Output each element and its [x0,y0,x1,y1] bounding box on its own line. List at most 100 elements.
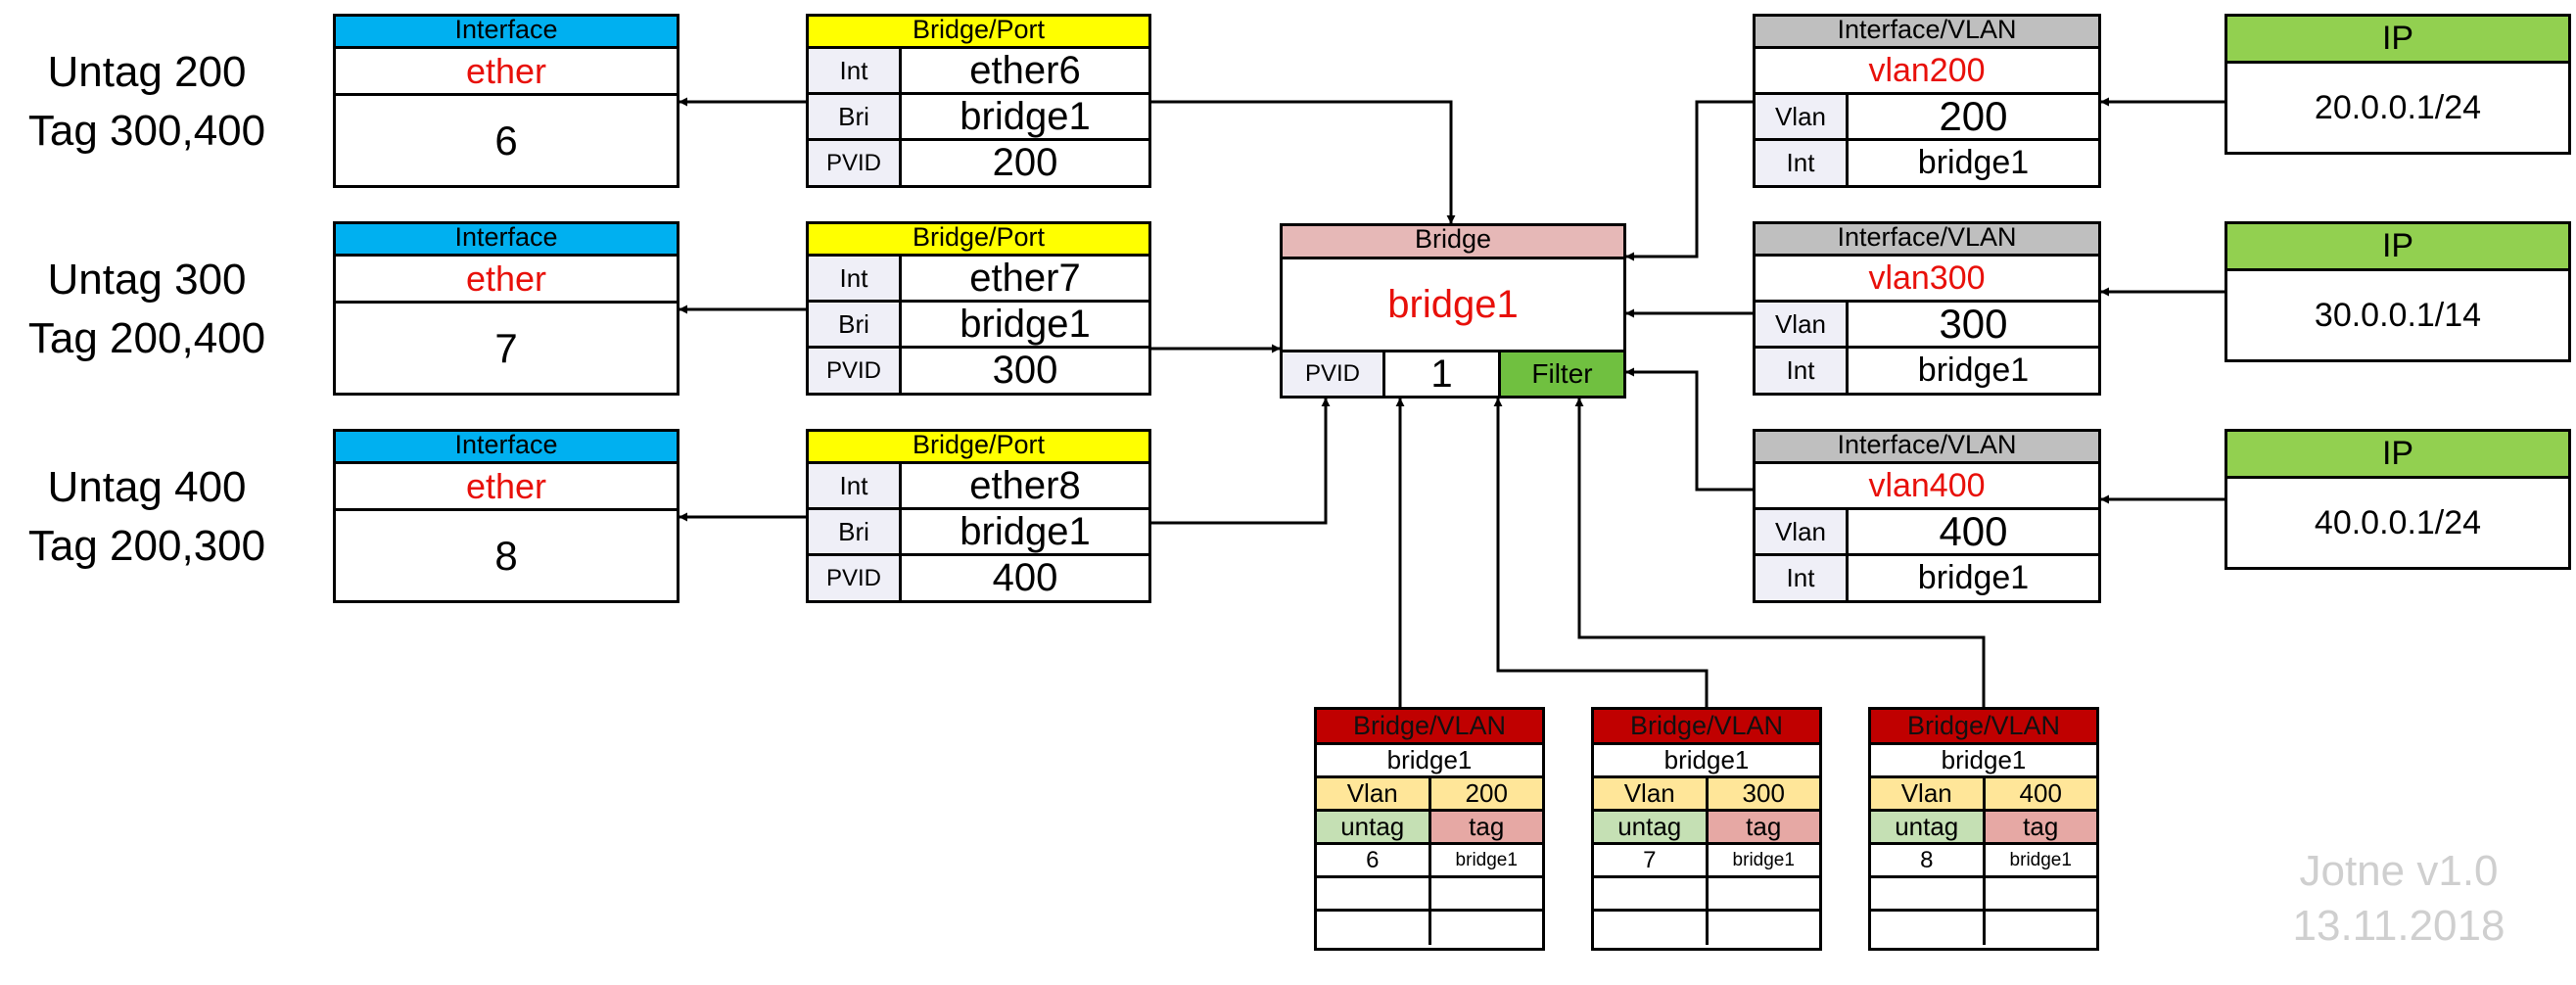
ip-address: 40.0.0.1/24 [2314,503,2482,541]
arrow-vlan400-to-bridge [1625,367,1753,492]
port-bridge: bridge1 [960,302,1091,346]
interface-name: ether [336,464,677,511]
bridge-filter: Filter [1501,352,1623,396]
empty-cell [1705,878,1820,909]
bridge-box: Bridge bridge1 PVID 1 Filter [1280,223,1626,399]
int-label: Int [809,464,902,507]
vlan-label: Vlan [1756,303,1849,346]
ip-box: IP 30.0.0.1/14 [2225,221,2571,362]
empty-cell [1871,878,1983,909]
bridge-vlan-bridge: bridge1 [1386,745,1473,774]
bridge-name: bridge1 [1283,259,1623,352]
arrow-vlan200-to-bridge [1625,100,1753,261]
watermark: Jotne v1.0 13.11.2018 [2252,844,2546,954]
vlan-interface-name: vlan400 [1756,464,2098,510]
untag-member: 8 [1920,846,1934,873]
untag-label: untag [1871,812,1983,842]
pvid-label: PVID [809,556,902,600]
bridge-vlan-header: Bridge/VLAN [1594,710,1819,745]
tag-label: tag [1705,812,1819,842]
interface-number: 8 [494,532,518,579]
ip-header: IP [2227,224,2568,271]
int-label: Int [1756,349,1849,393]
bridge-vlan-header: Bridge/VLAN [1871,710,2096,745]
watermark-version: Jotne v1.0 [2299,847,2499,895]
vlan-id: 400 [1939,508,2008,554]
interface-vlan-header: Interface/VLAN [1756,224,2098,257]
watermark-date: 13.11.2018 [2292,902,2506,950]
untag-label: untag [1594,812,1706,842]
empty-cell [1428,912,1543,945]
port-interface: ether8 [969,463,1081,507]
bridge-header: Bridge [1283,226,1623,259]
vlan-interface-name: vlan300 [1756,257,2098,303]
vlan-parent-interface: bridge1 [1917,144,2030,181]
empty-cell [1982,912,2097,945]
port-mode-label: Untag 400 Tag 200,300 [27,463,266,570]
interface-vlan-header: Interface/VLAN [1756,432,2098,464]
vlan-id: 300 [1939,301,2008,347]
bri-label: Bri [809,95,902,138]
port-pvid: 300 [992,349,1058,392]
ip-box: IP 40.0.0.1/24 [2225,429,2571,570]
empty-cell [1317,878,1429,909]
empty-cell [1594,912,1706,945]
bridge-vlan-id: 400 [1982,778,2097,809]
vlan-label: Vlan [1900,778,1952,808]
int-label: Int [809,257,902,300]
interface-header: Interface [336,17,677,49]
empty-cell [1317,912,1429,945]
port-pvid: 200 [992,141,1058,184]
int-label: Int [1756,556,1849,600]
empty-cell [1428,878,1543,909]
untag-member: 7 [1643,846,1657,873]
empty-cell [1705,912,1820,945]
vlan-id: 200 [1939,93,2008,139]
interface-name: ether [336,257,677,304]
tag-member: bridge1 [1705,845,1820,875]
vlan-label: Vlan [1756,95,1849,138]
interface-box: Interface ether 7 [333,221,679,396]
port-mode-label: Untag 200 Tag 300,400 [27,48,266,155]
bri-label: Bri [809,510,902,553]
empty-cell [1594,878,1706,909]
interface-name: ether [336,49,677,96]
bridge-vlan-id: 300 [1705,778,1820,809]
ip-address: 20.0.0.1/24 [2314,88,2482,126]
bridge-pvid-label: PVID [1283,352,1385,396]
port-mode-label: Untag 300 Tag 200,400 [27,256,266,362]
interface-header: Interface [336,224,677,257]
tag-label: tag [1982,812,2096,842]
bridge-port-header: Bridge/Port [809,432,1148,464]
bridge-port-header: Bridge/Port [809,17,1148,49]
interface-box: Interface ether 8 [333,429,679,603]
ip-header: IP [2227,17,2568,64]
bridge-port-header: Bridge/Port [809,224,1148,257]
vlan-label: Vlan [1756,510,1849,553]
bri-label: Bri [809,303,902,346]
int-label: Int [809,49,902,92]
arrow-port8-to-bridge [1151,398,1331,525]
interface-number: 7 [494,324,518,371]
tag-member: bridge1 [1428,845,1543,875]
arrow-bv300-to-bridge [1493,398,1709,707]
ip-box: IP 20.0.0.1/24 [2225,14,2571,155]
pvid-label: PVID [809,141,902,185]
interface-box: Interface ether 6 [333,14,679,188]
ip-address: 30.0.0.1/14 [2314,296,2482,334]
untag-member: 6 [1366,846,1380,873]
port-bridge: bridge1 [960,509,1091,553]
arrow-bv400-to-bridge [1574,398,1986,707]
interface-number: 6 [494,117,518,164]
vlan-interface-name: vlan200 [1756,49,2098,95]
ip-header: IP [2227,432,2568,479]
bridge-vlan-bridge: bridge1 [1941,745,2027,774]
